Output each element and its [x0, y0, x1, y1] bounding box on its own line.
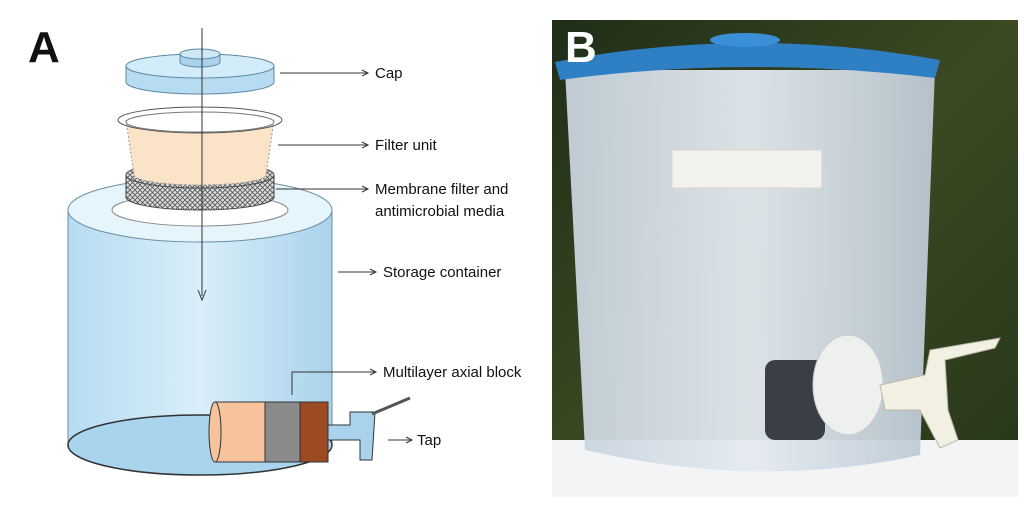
label-membrane-1: Membrane filter and — [375, 181, 508, 198]
tap-photo — [879, 337, 1001, 449]
label-cap: Cap — [375, 65, 403, 82]
multilayer-axial-block — [208, 396, 411, 463]
label-storage: Storage container — [383, 264, 501, 281]
cap — [125, 48, 275, 95]
panel-label-b: B — [565, 23, 597, 72]
axial-block-photo — [765, 360, 825, 440]
label-tap: Tap — [417, 432, 441, 449]
label-membrane-2: antimicrobial media — [375, 203, 505, 220]
panel-b-photo: B — [552, 20, 1018, 497]
label-filter-unit: Filter unit — [375, 137, 438, 154]
leader-lines — [276, 69, 414, 444]
label-axial-block: Multilayer axial block — [383, 364, 522, 381]
container-body — [565, 70, 935, 472]
panel-a-diagram: A — [28, 23, 522, 476]
lid-photo — [555, 42, 940, 80]
filter-unit-photo — [671, 149, 823, 189]
filter-unit — [117, 106, 283, 186]
panel-label-a: A — [28, 23, 60, 72]
